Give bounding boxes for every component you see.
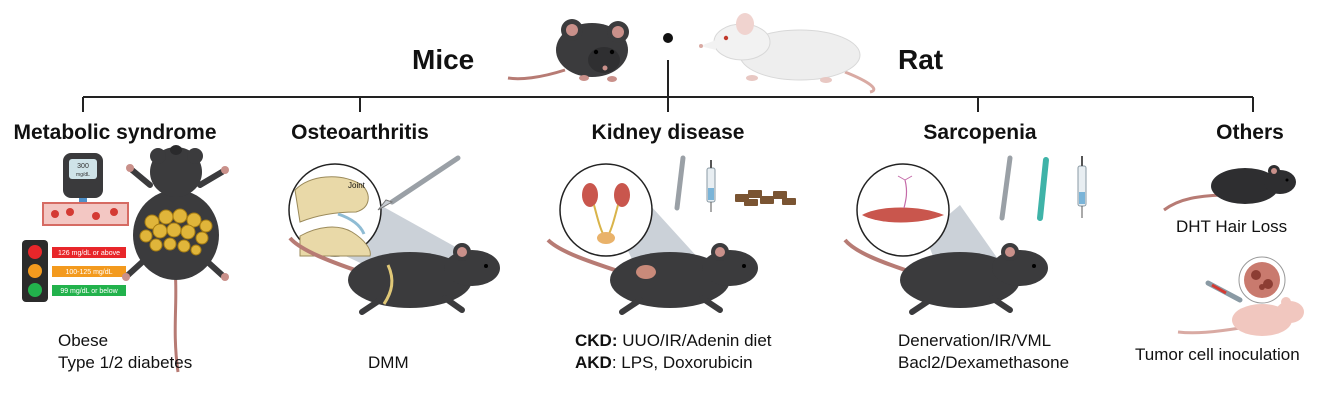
obese-mouse-icon [122,145,229,373]
blood-vessel-icon [42,202,129,226]
scalpel-kidney-icon [674,155,686,211]
hair-loss-mouse-icon [1163,165,1296,212]
meter-unit: mg/dL [76,172,90,178]
traffic-light-icon [22,240,48,302]
sarcopenia-desc-line: Bacl2/Dexamethasone [898,353,1070,372]
metabolic-desc-line: Obese [58,331,109,350]
glucose-label-low: 99 mg/dL or below [60,288,118,295]
tumor-callout-icon [1238,256,1286,304]
ckd-models: UUO/IR/Adenin diet [617,331,772,350]
others-hair-loss-label: DHT Hair Loss [1176,217,1288,236]
oa-mouse-icon [288,236,500,315]
kidney-desc: CKD: UUO/IR/Adenin diet AKD: LPS, Doxoru… [575,330,772,374]
category-title-osteoarthritis: Osteoarthritis [291,121,429,144]
kidney-desc-line-akd: AKD: LPS, Doxorubicin [575,352,772,374]
glucose-scale: 126 mg/dL or above 100-125 mg/dL 99 mg/d… [52,247,126,296]
header-mouse-icon [507,19,629,82]
tumor-syringe-icon [1205,280,1243,303]
glucose-meter-icon: 300 mg/dL [63,153,103,210]
category-title-metabolic: Metabolic syndrome [13,121,217,144]
glucose-label-mid: 100-125 mg/dL [65,269,112,276]
header-title-mice: Mice [412,44,475,75]
header-rat-icon [699,13,876,94]
scalpel-sarcopenia-icon [999,155,1013,221]
metabolic-desc-line: Type 1/2 diabetes [58,353,193,372]
metabolic-desc: Obese Type 1/2 diabetes [58,330,192,374]
glucose-label-high: 126 mg/dL or above [58,250,120,257]
fat-deposits-icon [139,208,213,256]
kidney-desc-line-ckd: CKD: UUO/IR/Adenin diet [575,330,772,352]
ckd-label: CKD: [575,331,618,350]
osteoarthritis-desc: DMM [368,352,409,374]
tree-lines [82,60,1254,112]
sarcopenia-desc: Denervation/IR/VML Bacl2/Dexamethasone [898,330,1069,374]
osteoarthritis-desc-line: DMM [368,353,409,372]
meter-reading: 300 [77,163,89,170]
akd-label: AKD [575,353,612,372]
injector-sarcopenia-icon [1037,157,1049,221]
kidney-mouse-icon [546,238,758,315]
syringe-sarcopenia-icon [1077,156,1087,218]
nude-mouse-icon [1177,297,1304,336]
akd-models: : LPS, Doxorubicin [611,353,753,372]
category-title-others: Others [1216,121,1284,144]
sarcopenia-desc-line: Denervation/IR/VML [898,331,1052,350]
header-title-rat: Rat [898,44,944,75]
glucose-bar-low [52,285,126,296]
syringe-kidney-icon [706,160,716,212]
sarcopenia-mouse-icon [843,238,1048,315]
scalpel-icon [377,155,461,211]
separator-dot [663,33,673,43]
glucose-bar-high [52,247,126,258]
category-title-sarcopenia: Sarcopenia [923,121,1037,144]
glucose-bar-mid [52,266,126,277]
diet-pellets-icon [735,190,796,206]
others-tumor-label: Tumor cell inoculation [1135,345,1300,364]
category-title-kidney: Kidney disease [591,121,745,144]
joint-label: Joint [348,181,366,190]
